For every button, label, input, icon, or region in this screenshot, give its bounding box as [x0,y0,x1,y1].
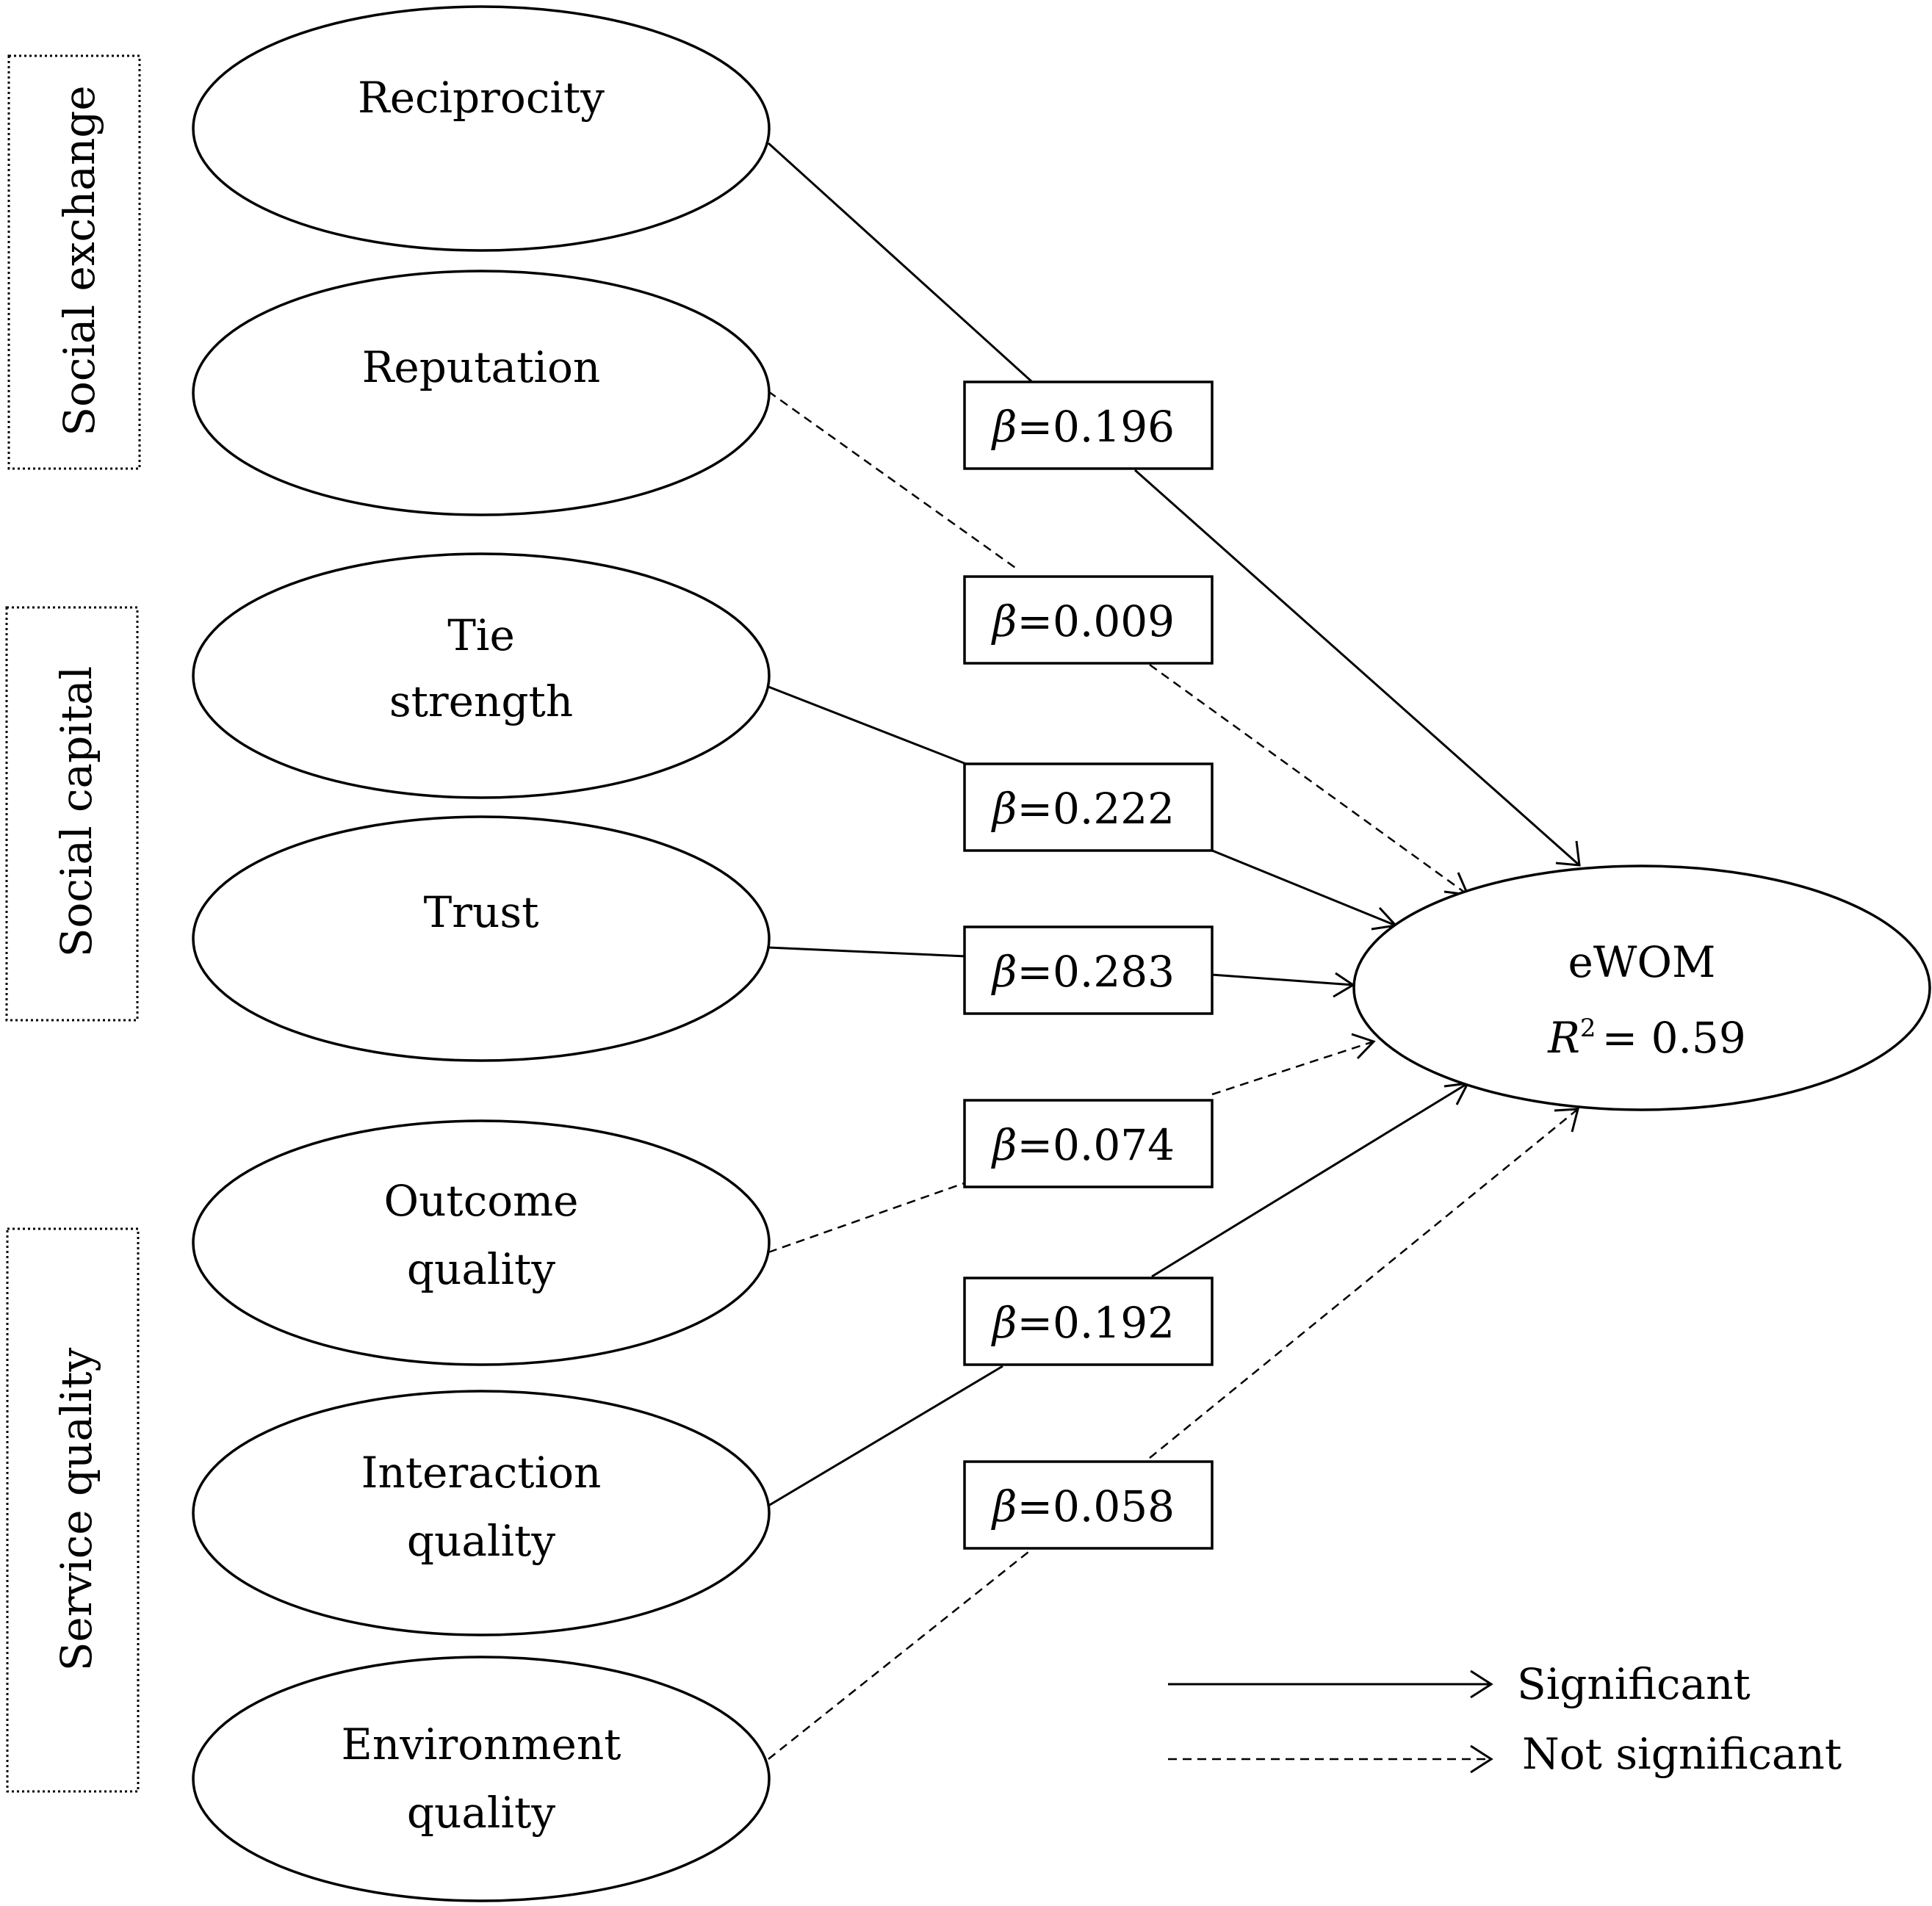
beta-box-trust: β=0.283 [963,925,1214,1015]
beta-box-reputation: β=0.009 [963,575,1214,665]
beta-symbol: β [991,596,1017,646]
construct-label: Trust [424,887,539,937]
construct-ellipse [192,270,771,516]
legend-significant-arrowhead [1470,1669,1493,1699]
path-tie-strength-segment-1 [768,685,967,765]
construct-label-line-1: Interaction [361,1448,602,1498]
r-squared-symbol: R [1547,1013,1580,1063]
beta-box-tie-strength: β=0.222 [963,762,1214,852]
construct-ellipse [192,552,771,799]
construct-label-line-1: Environment [342,1719,621,1769]
beta-value: =0.196 [1017,402,1175,452]
construct-label-line-2: strength [389,676,573,726]
path-environment-quality-segment-2 [1149,1108,1579,1459]
path-reputation-segment-2 [1149,663,1468,896]
construct-ellipse [192,5,771,252]
path-outcome-quality-segment-2 [1211,1040,1374,1096]
path-environment-quality-arrowhead [1554,1108,1579,1133]
group-box-social-exchange [7,54,141,470]
path-trust-segment-2 [1211,973,1354,986]
beta-box-frame [963,1099,1214,1188]
construct-interaction-quality: Interaction quality [192,1390,771,1636]
construct-tie-strength: Tie strength [192,552,771,799]
construct-outcome-quality: Outcome quality [192,1119,771,1366]
outcome-ellipse [1352,864,1931,1111]
path-outcome-quality-segment-1 [768,1181,967,1254]
beta-box-outcome-quality: β=0.074 [963,1099,1214,1188]
construct-label: Reciprocity [358,73,605,123]
path-reciprocity-arrowhead [1555,840,1581,867]
construct-label-line-2: quality [407,1516,555,1566]
legend-not-significant-arrowhead [1470,1744,1493,1774]
beta-value: =0.058 [1017,1481,1175,1531]
construct-ellipse [192,1390,771,1636]
construct-label-line-2: quality [407,1788,555,1838]
beta-value: =0.074 [1017,1120,1175,1170]
path-reciprocity-segment-2 [1134,469,1580,867]
beta-symbol: β [991,402,1017,452]
beta-label: β=0.222 [991,784,1175,834]
group-label-service-quality: Service quality [51,1347,101,1671]
beta-label: β=0.058 [991,1481,1175,1531]
beta-label: β=0.196 [991,402,1175,452]
construct-environment-quality: Environment quality [192,1656,771,1902]
beta-symbol: β [991,1120,1017,1170]
beta-box-interaction-quality: β=0.192 [963,1277,1214,1366]
legend-not-significant-label: Not significant [1522,1729,1842,1779]
beta-symbol: β [991,947,1017,997]
beta-value: =0.192 [1017,1298,1175,1348]
beta-symbol: β [991,1298,1017,1348]
beta-label: β=0.009 [991,596,1175,646]
construct-label-line-1: Outcome [384,1176,579,1226]
beta-value: =0.283 [1017,947,1175,997]
beta-box-frame [963,925,1214,1015]
beta-value: =0.222 [1017,784,1175,834]
group-box-service-quality [6,1227,140,1793]
path-interaction-quality-segment-1 [768,1365,1003,1507]
construct-ellipse [192,1656,771,1902]
legend-significant-label: Significant [1517,1659,1751,1709]
beta-box-frame [963,762,1214,852]
path-reputation-segment-1 [768,390,1018,571]
beta-box-reciprocity: β=0.196 [963,380,1214,470]
construct-trust: Trust [192,815,771,1062]
beta-label: β=0.074 [991,1120,1175,1170]
outcome-label: eWOM [1568,937,1716,987]
construct-ellipse [192,1119,771,1366]
path-reciprocity-segment-1 [767,142,1034,383]
group-label-social-exchange: Social exchange [54,85,104,436]
construct-label-line-2: quality [407,1244,555,1294]
beta-symbol: β [991,784,1017,834]
construct-ellipse [192,815,771,1062]
outcome-ewom: eWOM R2= 0.59 [1352,864,1931,1111]
beta-box-environment-quality: β=0.058 [963,1460,1214,1550]
beta-box-frame [963,1277,1214,1366]
r-squared-label: R2= 0.59 [1547,1013,1746,1063]
path-environment-quality-segment-1 [768,1545,1037,1760]
path-tie-strength-segment-2 [1211,849,1396,927]
group-label-social-capital: Social capital [51,666,101,957]
beta-value: =0.009 [1017,596,1175,646]
beta-box-frame [963,1460,1214,1550]
construct-label-line-1: Tie [447,610,515,660]
legend: Significant Not significant [1168,1659,1842,1779]
beta-symbol: β [991,1481,1017,1531]
path-trust-segment-1 [768,946,967,958]
construct-label: Reputation [362,342,601,392]
r-squared-value: = 0.59 [1602,1013,1746,1063]
beta-box-frame [963,575,1214,665]
beta-box-frame [963,380,1214,470]
path-outcome-quality-arrowhead [1351,1033,1376,1060]
beta-label: β=0.192 [991,1298,1175,1348]
group-box-social-capital [5,606,139,1022]
r-squared-superscript: 2 [1580,1014,1596,1043]
path-interaction-quality-segment-2 [1151,1082,1468,1278]
construct-reciprocity: Reciprocity [192,5,771,252]
construct-reputation: Reputation [192,270,771,516]
beta-label: β=0.283 [991,947,1175,997]
